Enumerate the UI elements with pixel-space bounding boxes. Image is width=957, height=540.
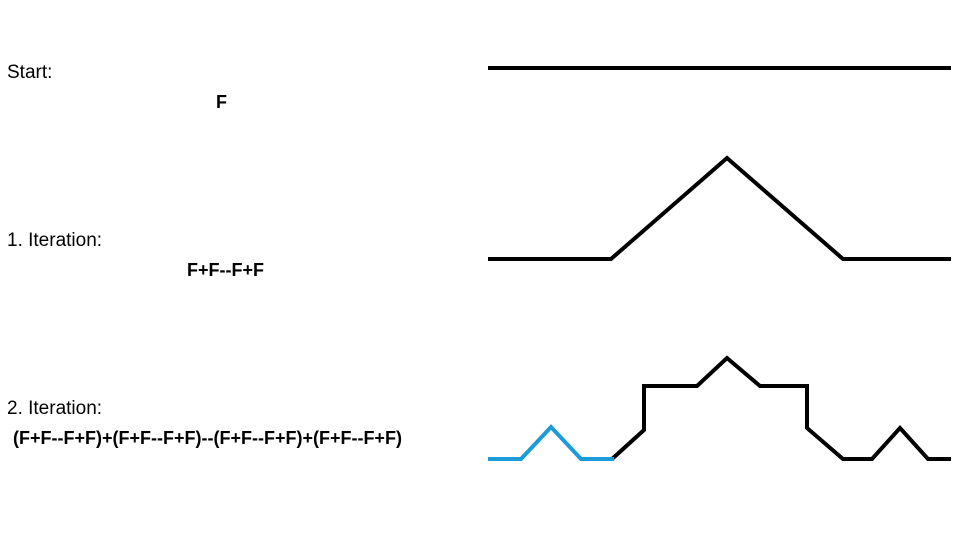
- formula-iteration-2: (F+F--F+F)+(F+F--F+F)--(F+F--F+F)+(F+F--…: [13, 428, 402, 448]
- stage-label-iteration-1: 1. Iteration:: [7, 230, 103, 251]
- stage-label-start: Start:: [7, 62, 53, 83]
- curve-iteration-2: [610, 355, 951, 461]
- stage-label-iteration-2: 2. Iteration:: [7, 398, 103, 419]
- formula-start: F: [216, 92, 227, 112]
- curve-iteration-2-highlight: [488, 424, 614, 461]
- curve-iteration-1: [488, 155, 951, 261]
- formula-iteration-1: F+F--F+F: [187, 260, 264, 280]
